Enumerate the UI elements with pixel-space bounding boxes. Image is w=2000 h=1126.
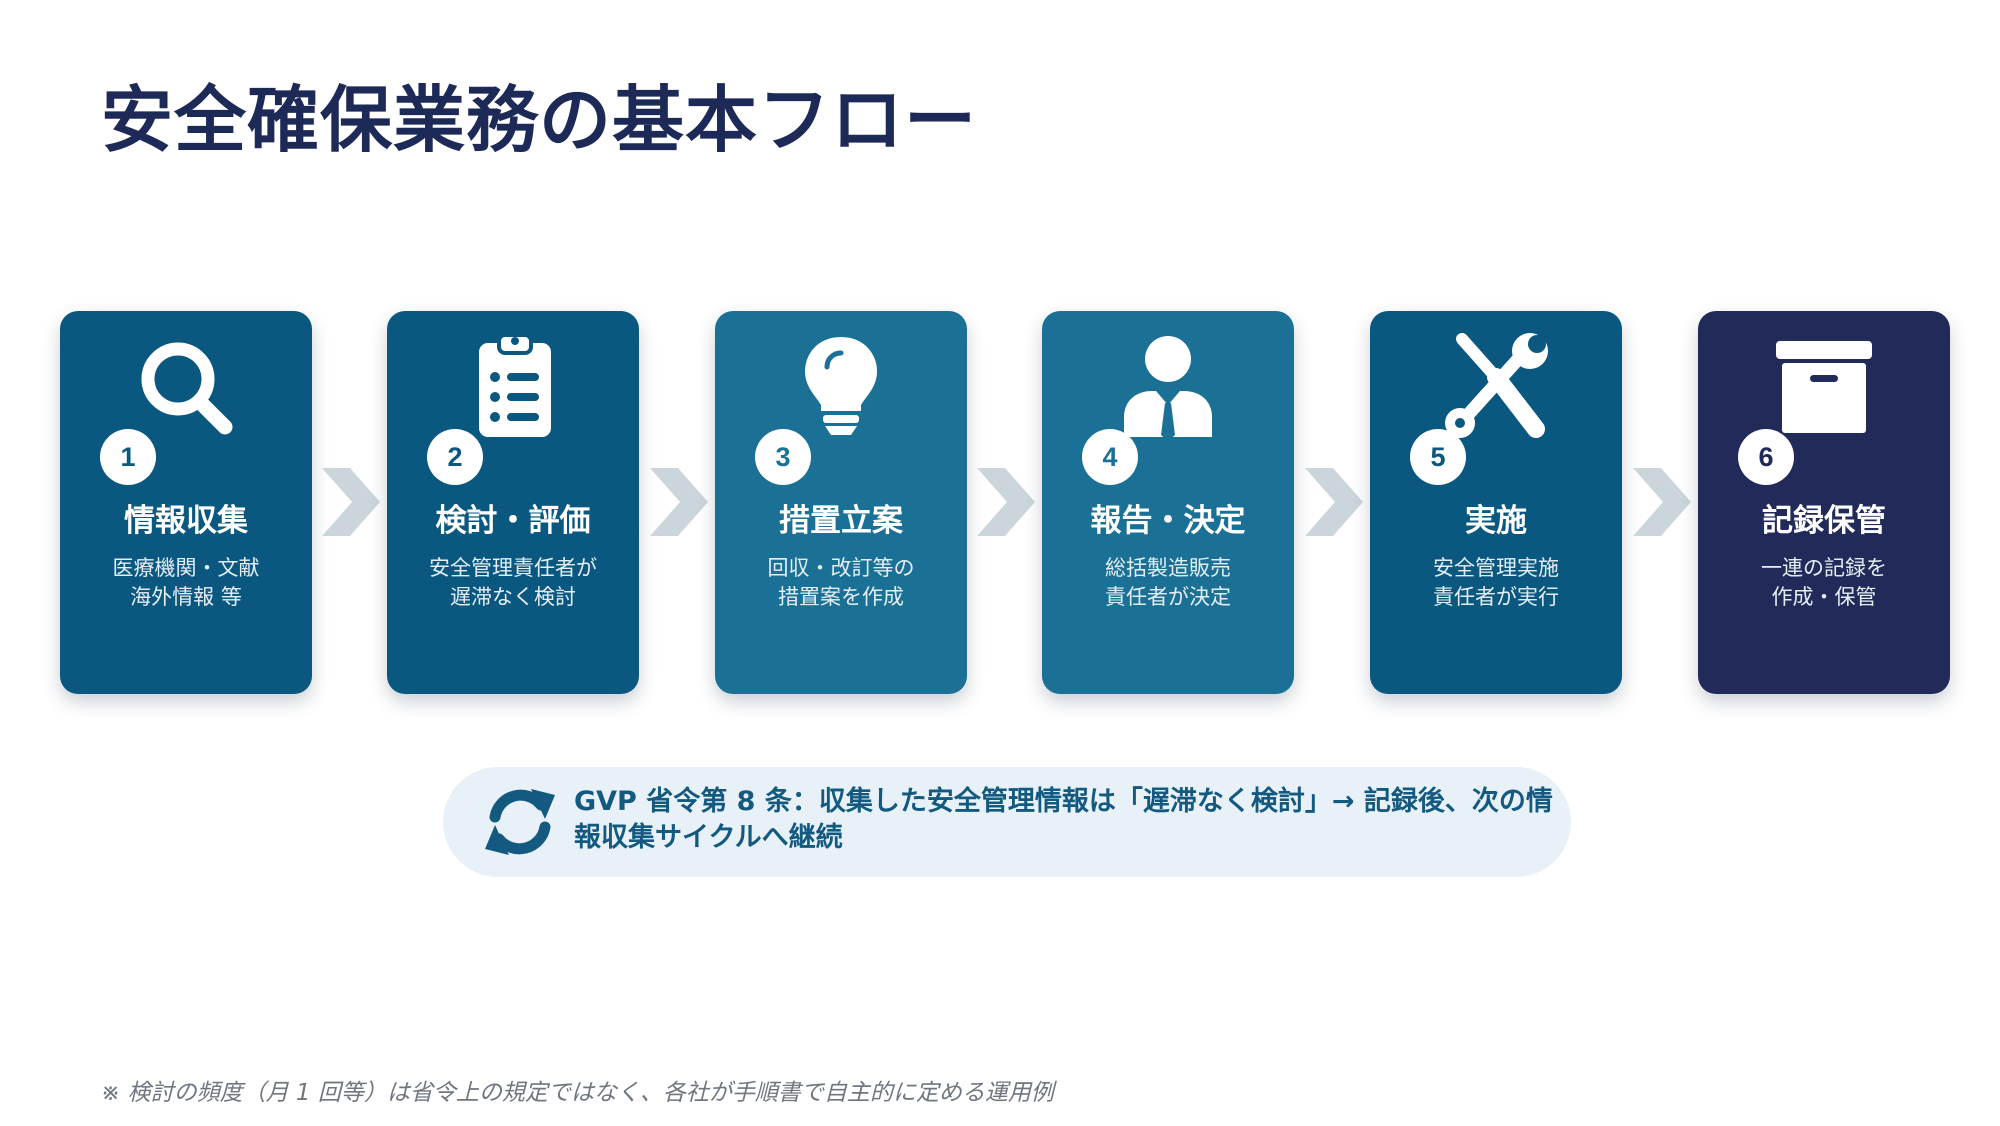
step-description: 安全管理実施 責任者が実行 — [1433, 556, 1559, 609]
step-number: 2 — [427, 429, 483, 485]
step-label: 記録保管 — [1762, 503, 1886, 539]
chevron-right-icon — [1633, 468, 1691, 536]
step-label: 措置立案 — [779, 503, 903, 539]
step-number: 5 — [1410, 429, 1466, 485]
step-number: 4 — [1082, 429, 1138, 485]
step-label: 検討・評価 — [435, 503, 591, 539]
step-card-6: 6 記録保管 一連の記録を 作成・保管 — [1698, 311, 1950, 694]
chevron-right-icon — [1305, 468, 1363, 536]
clipboard-list-icon — [453, 331, 573, 441]
chevron-right-icon — [650, 468, 708, 536]
step-description: 回収・改訂等の 措置案を作成 — [767, 556, 915, 609]
step-description: 安全管理責任者が 遅滞なく検討 — [429, 556, 597, 609]
page-title: 安全確保業務の基本フロー — [101, 77, 978, 162]
user-tie-icon — [1108, 331, 1228, 441]
step-card-1: 1 情報収集 医療機関・文献 海外情報 等 — [60, 311, 312, 694]
step-description: 医療機関・文献 海外情報 等 — [112, 556, 260, 609]
step-card-2: 2 検討・評価 安全管理責任者が 遅滞なく検討 — [387, 311, 639, 694]
step-description: 総括製造販売 責任者が決定 — [1105, 556, 1231, 609]
step-card-5: 5 実施 安全管理実施 責任者が実行 — [1370, 311, 1622, 694]
step-label: 情報収集 — [124, 503, 248, 539]
step-number: 1 — [100, 429, 156, 485]
step-card-4: 4 報告・決定 総括製造販売 責任者が決定 — [1042, 311, 1294, 694]
cycle-note: GVP 省令第 8 条：収集した安全管理情報は「遅滞なく検討」→ 記録後、次の情… — [443, 767, 1571, 877]
step-label: 実施 — [1465, 503, 1527, 539]
step-number: 6 — [1738, 429, 1794, 485]
flow-diagram: 1 情報収集 医療機関・文献 海外情報 等 2 検討・評価 安 — [60, 311, 1950, 694]
search-icon — [126, 331, 246, 441]
lightbulb-icon — [781, 331, 901, 441]
step-card-3: 3 措置立案 回収・改訂等の 措置案を作成 — [715, 311, 967, 694]
footnote: ※ 検討の頻度（月 1 回等）は省令上の規定ではなく、各社が手順書で自主的に定め… — [101, 1080, 1054, 1106]
chevron-right-icon — [322, 468, 380, 536]
step-label: 報告・決定 — [1090, 503, 1246, 539]
step-number: 3 — [755, 429, 811, 485]
sync-icon — [483, 785, 557, 859]
step-description: 一連の記録を 作成・保管 — [1761, 556, 1887, 609]
archive-box-icon — [1764, 331, 1884, 441]
chevron-right-icon — [977, 468, 1035, 536]
tools-icon — [1436, 331, 1556, 441]
note-text: GVP 省令第 8 条：収集した安全管理情報は「遅滞なく検討」→ 記録後、次の情… — [574, 786, 1553, 853]
